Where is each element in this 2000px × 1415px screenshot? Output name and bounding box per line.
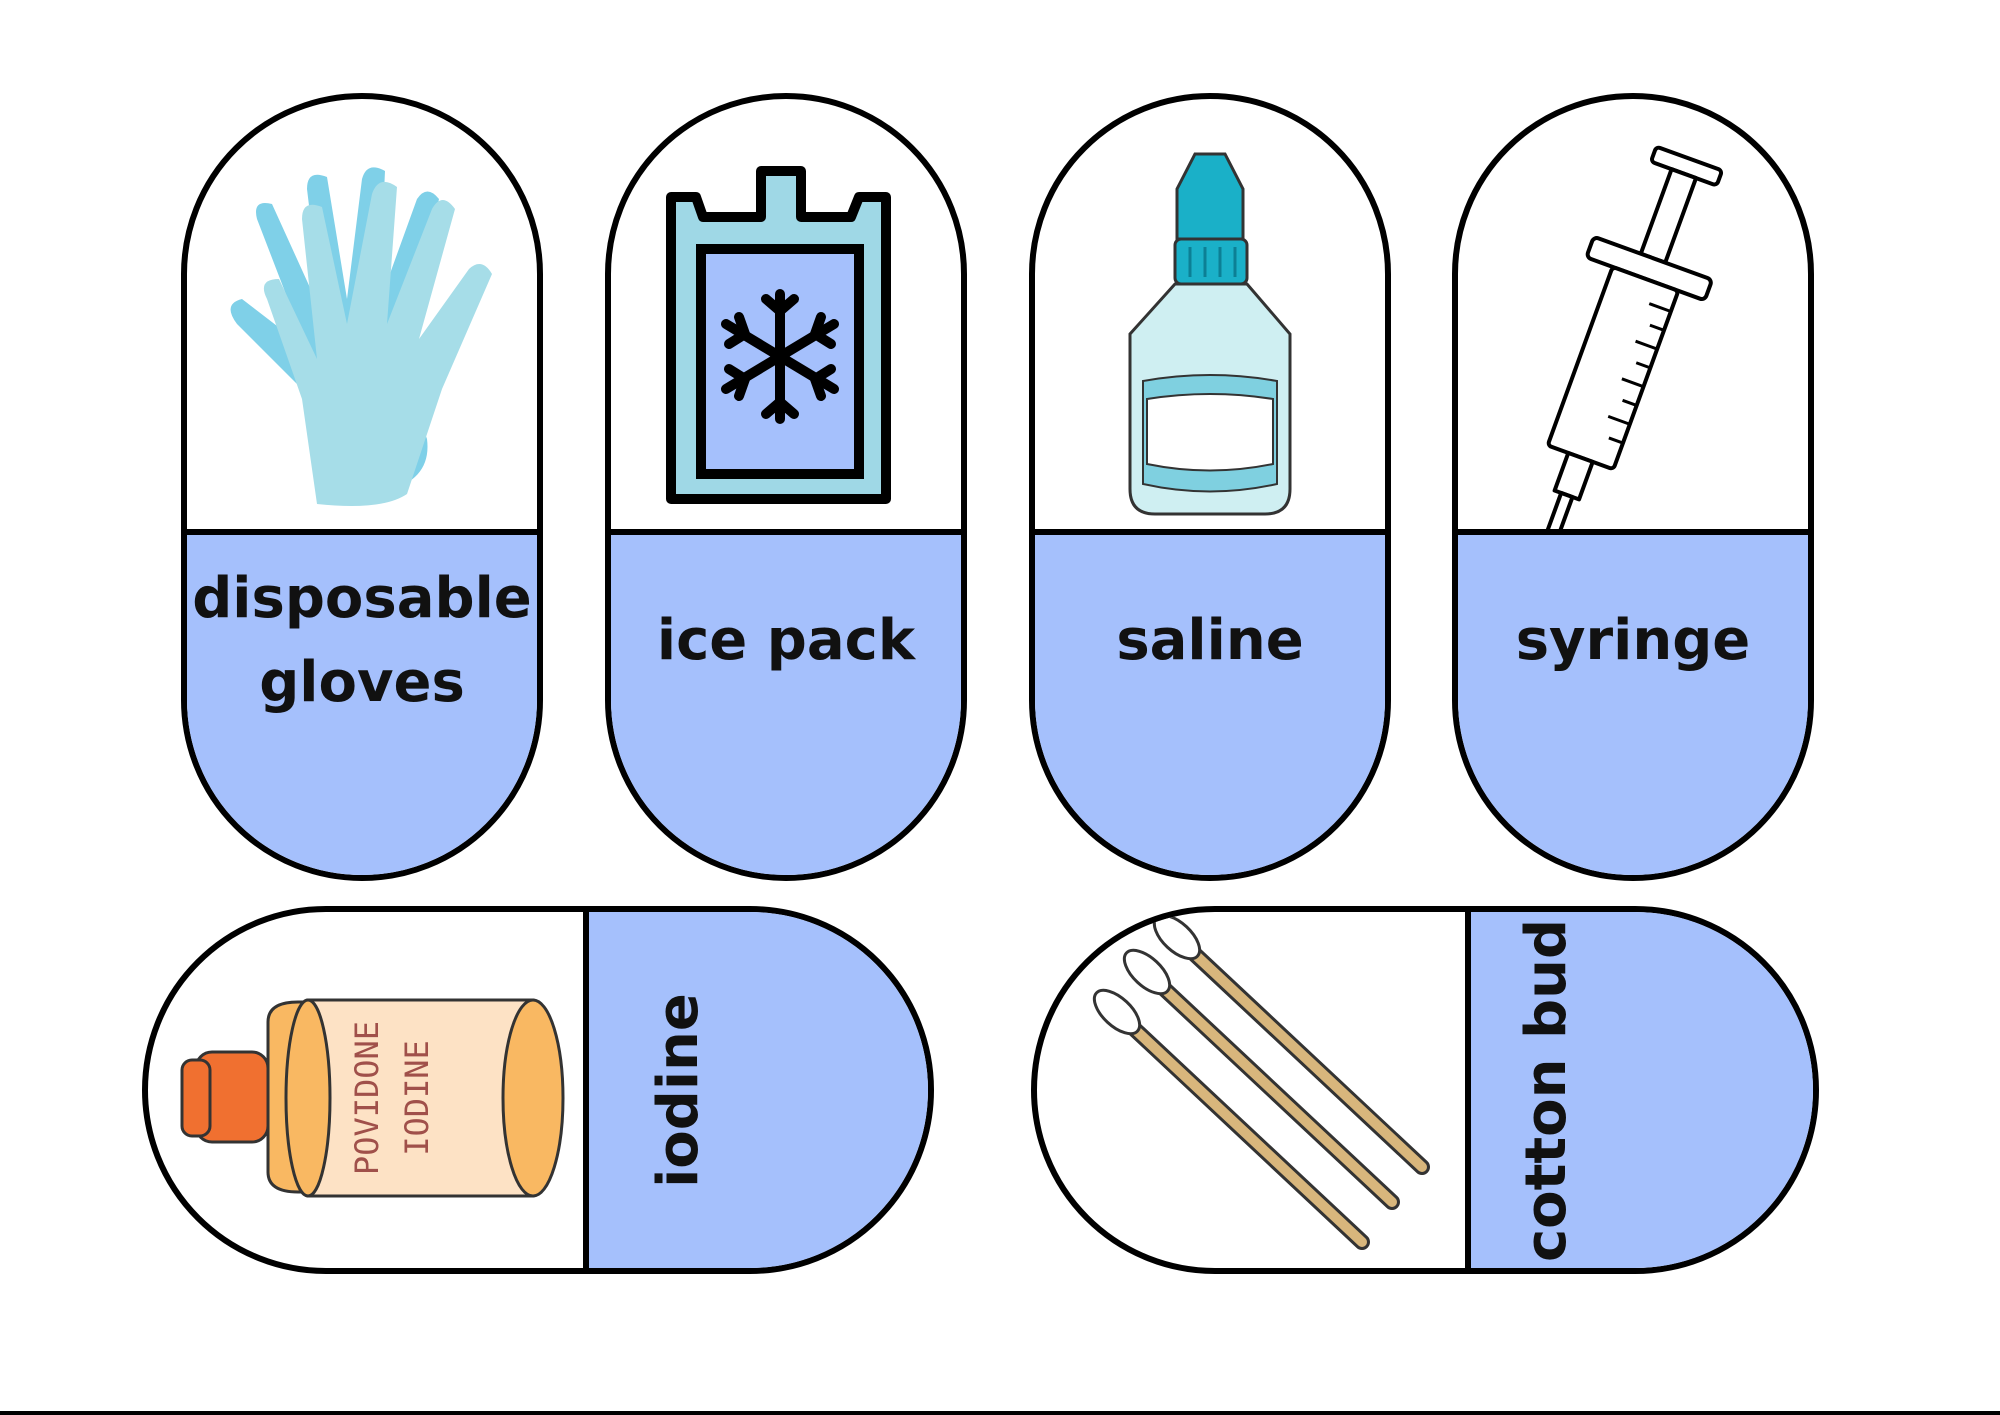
cotton-bud-icon [1092, 913, 1430, 1250]
glove-icon [230, 167, 492, 507]
card-image-area [1037, 912, 1471, 1268]
card-syringe: syringe [1452, 93, 1814, 881]
card-image-area [1035, 99, 1385, 529]
card-label: iodine [646, 992, 712, 1188]
card-label: disposable gloves [192, 557, 532, 725]
card-label-area: disposable gloves [187, 529, 537, 875]
card-image-area: POVIDONE IODINE [148, 912, 583, 1268]
card-label-area: ice pack [611, 529, 961, 875]
iodine-bottle-icon: POVIDONE IODINE [180, 998, 565, 1198]
card-iodine: POVIDONE IODINE iodine [142, 906, 934, 1274]
card-label-area: saline [1035, 529, 1385, 875]
card-ice-pack: ice pack [605, 93, 967, 881]
saline-bottle-icon [1128, 152, 1292, 516]
bottle-label-line-1: POVIDONE [348, 1021, 386, 1175]
card-saline: saline [1029, 93, 1391, 881]
card-label: cotton bud [1514, 918, 1580, 1262]
card-label: saline [1116, 608, 1304, 673]
syringe-icon [1545, 145, 1724, 529]
card-label-area: iodine [583, 912, 928, 1268]
card-image-area [187, 99, 537, 529]
card-label-area: syringe [1458, 529, 1808, 875]
card-label-line-2: gloves [259, 650, 465, 715]
card-label-line-1: disposable [192, 566, 532, 631]
card-image-area [1458, 99, 1808, 529]
card-disposable-gloves: disposable gloves [181, 93, 543, 881]
card-label: syringe [1515, 608, 1751, 673]
bottom-rule [0, 1411, 2000, 1415]
card-image-area [611, 99, 961, 529]
ice-pack-icon [666, 166, 891, 504]
card-label-area: cotton bud [1465, 912, 1813, 1268]
card-cotton-bud: cotton bud [1031, 906, 1819, 1274]
bottle-label-line-2: IODINE [398, 1040, 436, 1156]
card-label: ice pack [656, 608, 916, 673]
